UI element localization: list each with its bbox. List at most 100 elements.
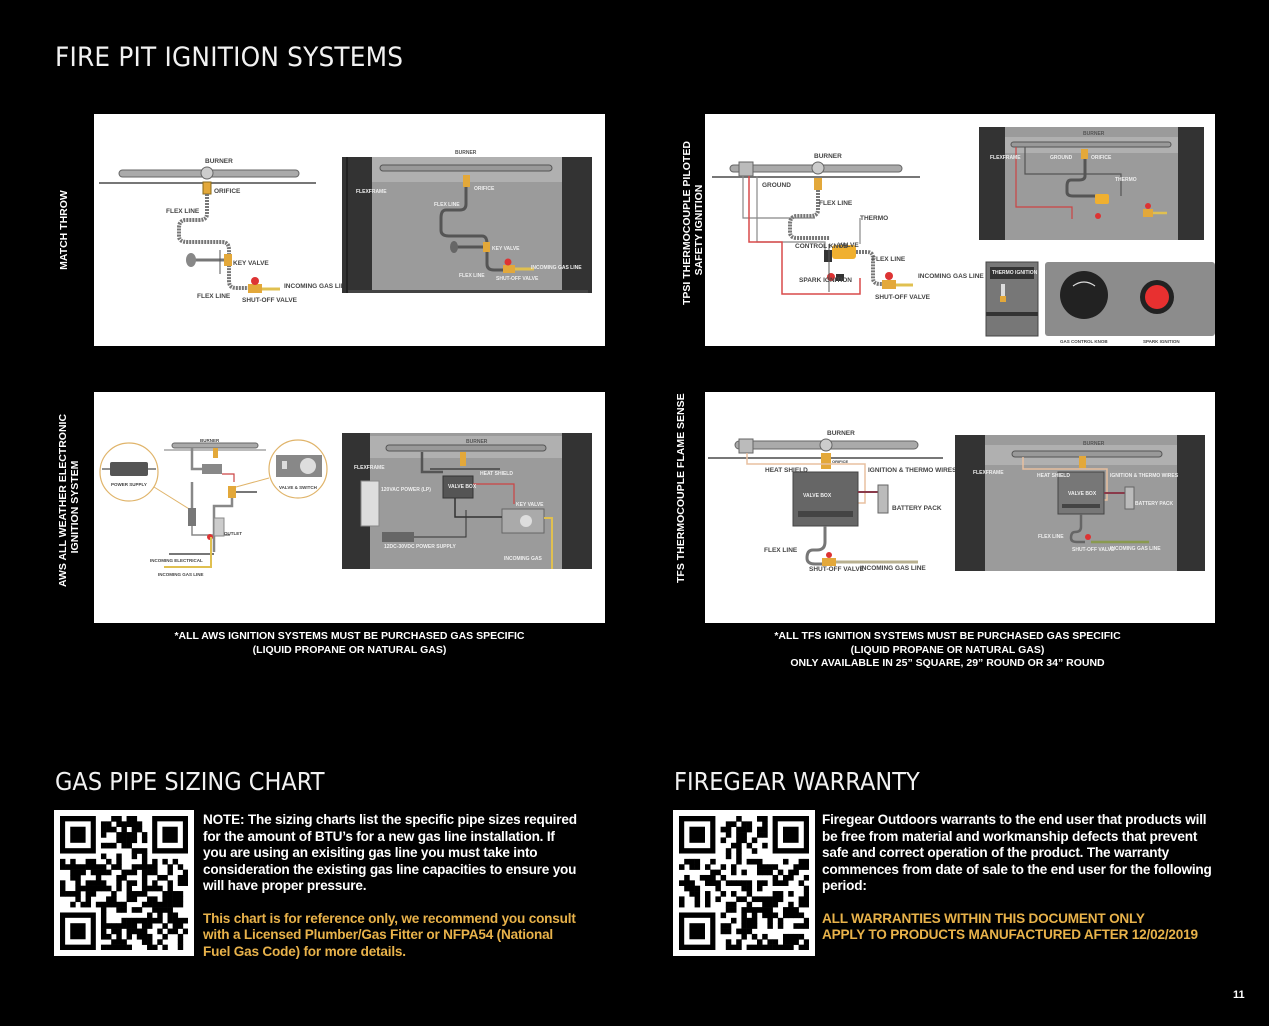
qr-module [147,917,153,924]
qr-module [116,874,122,881]
qr-module [131,891,138,897]
qr-module [172,928,179,935]
qr-module [111,901,117,908]
qr-module [116,933,122,940]
lbl-tr-flexframe: FLEXFRAME [990,155,1021,161]
qr-module [757,885,763,892]
lbl-f-heat: HEAT SHIELD [765,467,808,474]
label-tfs: TFS THERMOCOUPLE FLAME SENSE [675,393,687,583]
lbl-key-valve: KEY VALVE [233,260,269,267]
lbl-fr-shutoff: SHUT-OFF VALVE [1072,547,1115,553]
qr-module [731,907,737,913]
warranty-qr-code[interactable] [673,810,815,956]
lbl-fr-valvebox: VALVE BOX [1068,491,1097,497]
qr-module [100,842,107,849]
qr-module [136,864,143,870]
gas-pipe-qr-code[interactable] [54,810,194,956]
qr-module [111,923,117,929]
qr-module [725,880,732,886]
qr-module [147,923,153,929]
qr-module [141,933,148,940]
qr-module [793,923,799,929]
qr-module [751,907,758,913]
qr-module [141,928,148,935]
qr-module [131,832,138,838]
lbl-burner: BURNER [205,158,233,165]
qr-module [167,907,173,913]
qr-module [741,933,747,940]
qr-module [121,917,127,924]
qr-module [757,896,763,903]
qr-module [136,928,143,935]
lbl-t-flex2: FLEX LINE [872,256,906,263]
qr-module [736,816,742,822]
qr-module [177,939,184,945]
qr-module [746,891,753,897]
qr-module [803,885,809,892]
qr-module [798,912,805,919]
qr-module [121,939,127,945]
qr-module [767,917,773,924]
qr-module [741,907,747,913]
qr-module [720,923,727,929]
qr-code-pattern [60,816,188,950]
lbl-a-outlet: OUTLET [224,531,242,536]
qr-module [182,869,188,876]
qr-module [710,874,716,881]
qr-module [126,917,132,924]
qr-module [177,933,184,940]
qr-module [100,826,107,833]
qr-module [751,858,758,865]
qr-module [762,912,768,919]
qr-module [126,885,132,892]
qr-module [725,923,732,929]
qr-module [116,853,122,860]
qr-module [689,880,695,886]
qr-module [100,821,107,828]
lbl-f-incoming: INCOMING GAS LINE [860,565,926,572]
qr-module [147,939,153,945]
label-aws-line2: IGNITION SYSTEM [69,460,81,554]
warranty-notice-line2: APPLY TO PRODUCTS MANUFACTURED AFTER 12/… [822,927,1198,942]
lbl-shutoff: SHUT-OFF VALVE [242,297,298,304]
warranty-body: Firegear Outdoors warrants to the end us… [822,812,1212,893]
qr-finder-square [162,826,178,843]
qr-module [725,853,732,860]
qr-module [90,869,97,876]
qr-module [157,939,163,945]
qr-module [746,858,753,865]
qr-module [751,837,758,844]
qr-module [725,907,732,913]
qr-module [152,864,158,870]
qr-module [167,880,173,886]
lbl-t-valve: VALVE [838,242,859,249]
lbl-fr-heat: HEAT SHIELD [1037,473,1070,479]
lbl-incoming: INCOMING GAS LINE [284,283,350,290]
qr-module [100,917,107,924]
qr-finder-square [70,826,86,843]
qr-module [767,923,773,929]
qr-module [152,858,158,865]
qr-module [111,842,117,849]
qr-module [731,901,737,908]
qr-module [798,933,805,940]
lbl-t-thermo: THERMO [860,215,888,222]
qr-module [689,858,695,865]
qr-module [131,837,138,844]
qr-module [177,901,184,908]
qr-module [75,885,81,892]
label-aws-line1: AWS ALL WEATHER ELECTRONIC [57,413,69,587]
qr-module [783,912,789,919]
aws-note-line2: (LIQUID PROPANE OR NATURAL GAS) [252,643,447,656]
tfs-svg: BURNER ORIFICE HEAT SHIELD IGNITION & TH… [708,430,1205,573]
qr-module [741,832,747,838]
qr-module [152,901,158,908]
qr-module [182,917,188,924]
lbl-spark-ignition-btn: SPARK IGNITION [1143,339,1180,344]
qr-module [75,864,81,870]
qr-module [106,901,112,908]
gas-control-knob [1060,271,1108,319]
qr-module [777,917,784,924]
qr-module [157,874,163,881]
qr-module [710,858,716,865]
